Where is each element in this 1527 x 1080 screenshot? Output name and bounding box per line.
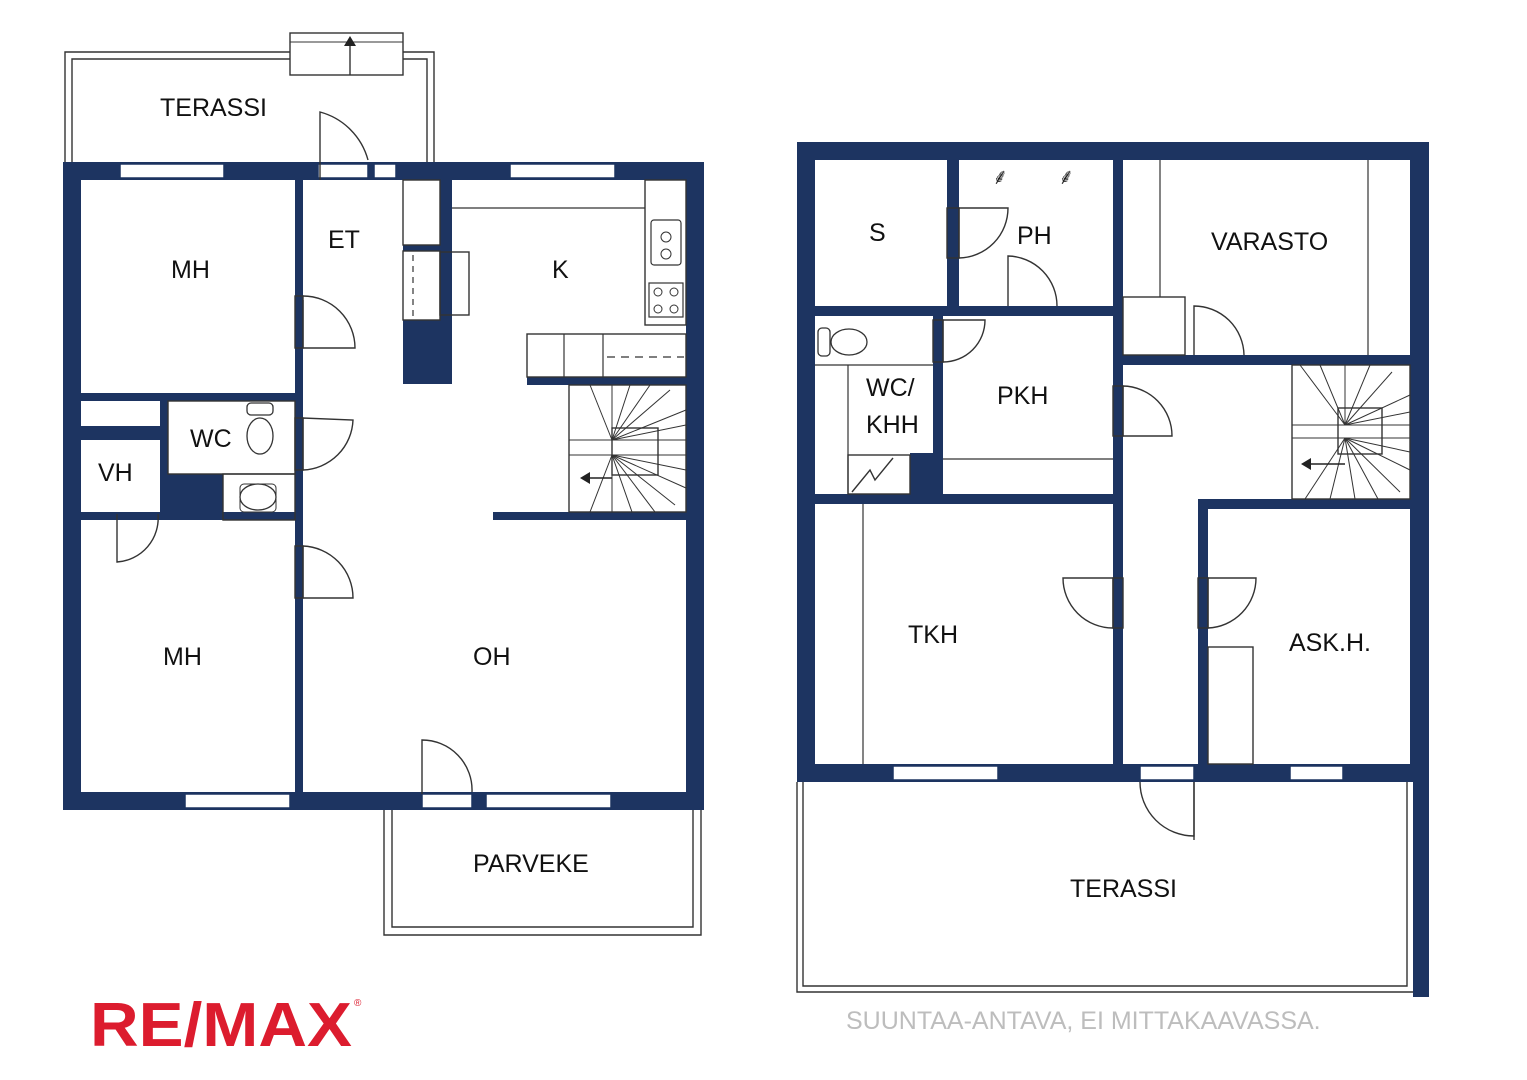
room-label-askh: ASK.H. (1289, 629, 1371, 657)
room-label-s: S (869, 219, 886, 247)
stairs-floor-1 (568, 384, 687, 513)
washbasin-icon (239, 483, 277, 511)
room-label-wc-khh-2: KHH (866, 411, 919, 439)
room-label-parveke: PARVEKE (473, 850, 589, 878)
registered-mark: ® (354, 998, 362, 1009)
room-label-ph: PH (1017, 222, 1052, 250)
toilet-icon-2 (830, 328, 868, 356)
bedroom-fixtures (862, 504, 1254, 765)
floor-2-plan: ⸙ ⸙ (796, 142, 1429, 997)
sink-icon (650, 219, 682, 266)
room-label-wc-khh-1: WC/ (866, 374, 915, 402)
varasto-fixtures (1122, 160, 1369, 356)
floor-2-walls (797, 142, 1429, 997)
wc-fixtures (167, 400, 296, 521)
stove-icon (648, 282, 684, 318)
room-label-mh-top: MH (171, 256, 210, 284)
room-labels: TERASSI ET K MH WC VH MH OH PARVEKE S PH… (98, 94, 1371, 903)
logo-text: RE/MAX (90, 991, 352, 1060)
svg-text:⸙: ⸙ (992, 165, 1009, 190)
room-label-vh: VH (98, 459, 133, 487)
floor-2-windows (892, 765, 1344, 781)
room-label-terassi-top: TERASSI (160, 94, 267, 122)
terrace-top-outline (64, 32, 435, 162)
room-label-wc: WC (190, 425, 232, 453)
svg-text:⸙: ⸙ (1058, 165, 1075, 190)
balcony-outline (383, 810, 702, 936)
floor-1-windows (119, 163, 616, 809)
floor-2-doors (932, 207, 1257, 840)
shower-icons: ⸙ ⸙ (992, 165, 1075, 190)
room-label-varasto: VARASTO (1211, 228, 1328, 256)
stairs-floor-2 (1291, 364, 1411, 500)
toilet-icon (246, 417, 274, 455)
room-label-terassi-bottom: TERASSI (1070, 875, 1177, 903)
floor-1-walls (63, 162, 704, 810)
floor-1-doors (116, 111, 473, 794)
arrow-left-icon (580, 472, 590, 484)
floor-1-plan (63, 32, 704, 936)
room-label-k: K (552, 256, 569, 284)
room-label-pkh: PKH (997, 382, 1048, 410)
wc-khh-fixtures (815, 327, 1113, 495)
room-label-oh: OH (473, 643, 511, 671)
room-label-tkh: TKH (908, 621, 958, 649)
kitchen-fixtures (402, 179, 687, 378)
stair-arrow-box (289, 32, 404, 76)
room-label-et: ET (328, 226, 360, 254)
scale-note: SUUNTAA-ANTAVA, EI MITTAKAAVASSA. (846, 1007, 1321, 1035)
terrace-bottom-outline (796, 782, 1413, 993)
arrow-left-icon-2 (1301, 458, 1311, 470)
arrow-up-icon (344, 36, 356, 46)
remax-logo: RE/MAX ® (90, 991, 362, 1060)
room-label-mh-bottom: MH (163, 643, 202, 671)
